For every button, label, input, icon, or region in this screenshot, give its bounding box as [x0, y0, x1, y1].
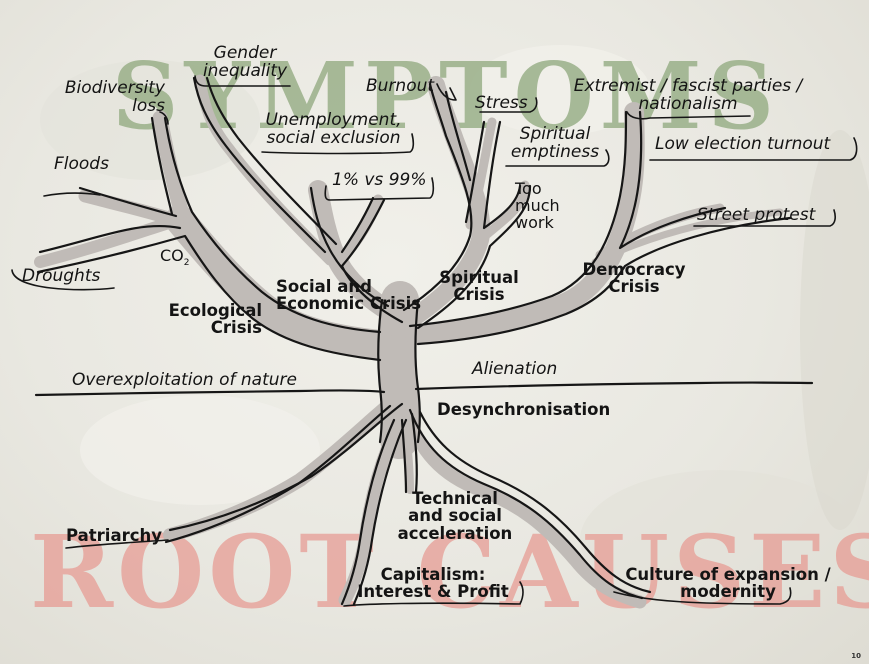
patriarchy-text: Patriarchy [66, 526, 162, 545]
label-droughts: Droughts [22, 268, 100, 286]
label-social-economic-crisis: Social and Economic Crisis [276, 278, 446, 313]
expansion-text: Culture of expansion / modernity [625, 565, 830, 601]
droughts-text: Droughts [22, 266, 100, 286]
biodiversity-loss-text: Biodiversity loss [40, 80, 165, 116]
overexploitation-text: Overexploitation of nature [72, 370, 297, 390]
page-number: 10 [851, 652, 861, 660]
floods-text: Floods [54, 154, 109, 174]
street-protest-text: Street protest [697, 205, 815, 225]
label-biodiversity-loss: Biodiversity loss [40, 80, 165, 116]
label-overexploitation: Overexploitation of nature [72, 372, 297, 390]
label-patriarchy: Patriarchy [66, 527, 162, 544]
label-gender-inequality: Gender inequality [190, 45, 300, 81]
label-too-much-work: Too much work [515, 181, 577, 231]
label-ecological-crisis: Ecological Crisis [140, 302, 262, 337]
label-capitalism: Capitalism: Interest & Profit [344, 566, 522, 601]
democracy-crisis-text: Democracy Crisis [582, 260, 685, 296]
label-desynchronisation: Desynchronisation [437, 401, 610, 418]
label-co2: CO2 [160, 248, 190, 268]
label-spiritual-emptiness: Spiritual emptiness [505, 126, 605, 162]
spiritual-crisis-text: Spiritual Crisis [439, 268, 519, 304]
gender-inequality-text: Gender inequality [203, 43, 287, 81]
one-vs-99-text: 1% vs 99% [332, 170, 426, 190]
spiritual-emptiness-text: Spiritual emptiness [511, 124, 599, 162]
label-democracy-crisis: Democracy Crisis [574, 261, 694, 296]
label-spiritual-crisis: Spiritual Crisis [434, 269, 524, 304]
label-burnout: Burnout [366, 78, 434, 96]
co2-subscript: 2 [184, 258, 190, 268]
label-acceleration: Technical and social acceleration [395, 490, 515, 542]
stress-text: Stress [475, 93, 528, 113]
too-much-work-text: Too much work [515, 179, 560, 232]
label-expansion: Culture of expansion / modernity [612, 566, 844, 601]
label-stress: Stress [475, 95, 528, 113]
burnout-text: Burnout [366, 76, 434, 96]
co2-text: CO [160, 246, 184, 265]
desynchronisation-text: Desynchronisation [437, 400, 610, 419]
social-economic-crisis-text: Social and Economic Crisis [276, 277, 421, 313]
acceleration-text: Technical and social acceleration [398, 489, 513, 543]
label-street-protest: Street protest [697, 207, 815, 225]
unemployment-text: Unemployment, social exclusion [265, 110, 401, 148]
ecological-crisis-text: Ecological Crisis [169, 301, 262, 337]
low-turnout-text: Low election turnout [655, 134, 830, 154]
label-extremist: Extremist / fascist parties / nationalis… [553, 78, 823, 114]
label-unemployment: Unemployment, social exclusion [246, 112, 421, 148]
alienation-text: Alienation [472, 359, 557, 379]
label-floods: Floods [54, 156, 109, 174]
label-1-vs-99: 1% vs 99% [332, 172, 426, 190]
label-low-turnout: Low election turnout [655, 136, 830, 154]
capitalism-text: Capitalism: Interest & Profit [357, 565, 509, 601]
extremist-text: Extremist / fascist parties / nationalis… [574, 76, 803, 114]
label-alienation: Alienation [472, 361, 557, 379]
